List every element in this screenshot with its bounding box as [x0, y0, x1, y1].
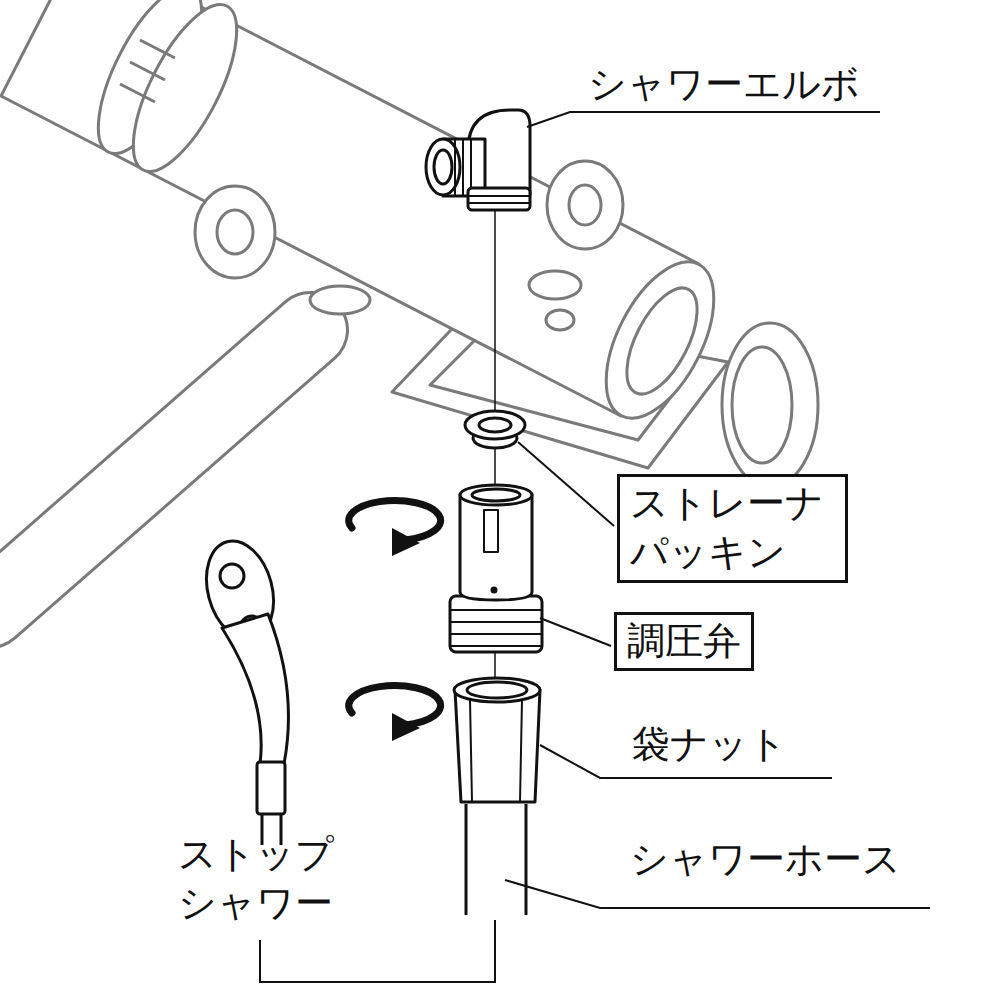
label-box: ストレーナ パッキン [617, 474, 848, 583]
part-name: ストレーナ パッキン [630, 479, 835, 578]
part-name: シャワーホース [630, 835, 901, 884]
part-name: 調圧弁 [627, 617, 741, 666]
part-name: シャワーエルボ [588, 60, 860, 109]
part-name: 袋ナット [632, 720, 787, 769]
part-name: ストップ シャワー [178, 830, 368, 929]
label-box: 調圧弁 [614, 612, 754, 671]
